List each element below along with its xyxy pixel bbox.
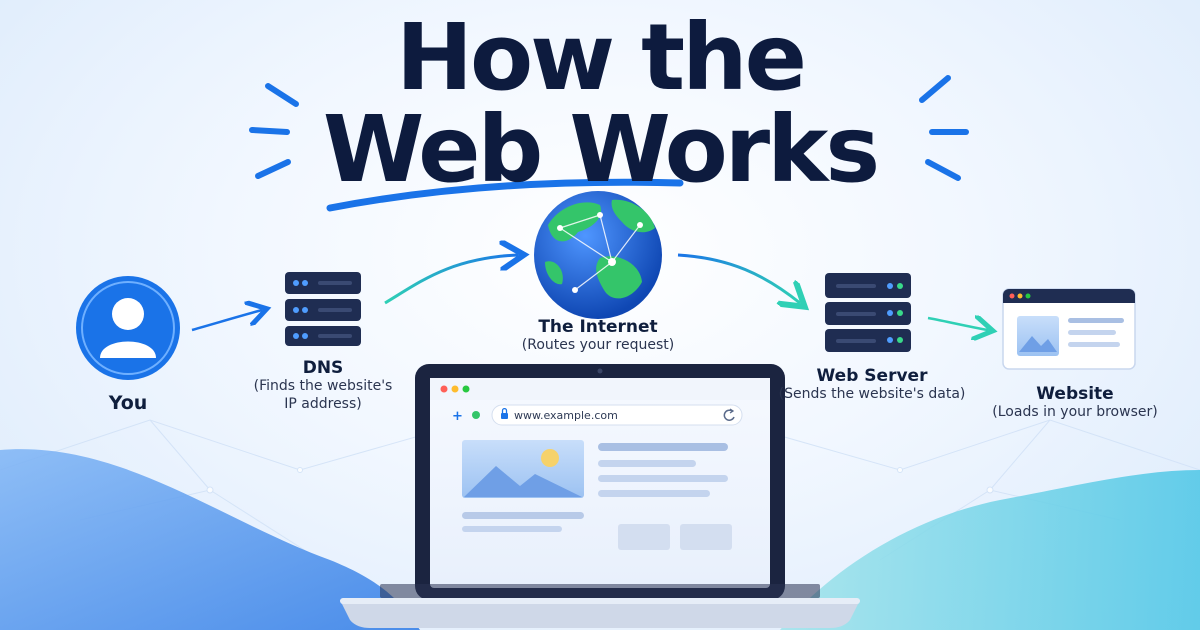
lock-icon <box>501 407 508 419</box>
node-webserver: Web Server (Sends the website's data) <box>774 366 970 404</box>
node-you: You <box>78 392 178 414</box>
node-website: Website (Loads in your browser) <box>990 384 1160 422</box>
globe-icon <box>534 191 662 319</box>
node-internet-title: The Internet <box>538 317 658 337</box>
web-server-icon <box>825 273 911 352</box>
node-website-title: Website <box>1036 384 1114 404</box>
browser-window-icon <box>1002 288 1136 370</box>
laptop-icon: + <box>340 364 860 628</box>
node-internet-desc: (Routes your request) <box>521 337 675 353</box>
node-dns-desc-line1: (Finds the website's <box>253 378 393 394</box>
spark-lines-right <box>919 75 969 181</box>
title-line-2: Web Works <box>322 96 880 203</box>
arrow-server-to-website <box>927 318 988 330</box>
node-webserver-title: Web Server <box>816 366 928 386</box>
node-internet: The Internet (Routes your request) <box>498 317 698 355</box>
browser-url-text: www.example.com <box>514 409 618 422</box>
node-dns-title: DNS <box>302 358 344 378</box>
wave-right <box>780 470 1200 630</box>
image-icon <box>462 440 584 498</box>
wave-left <box>0 449 420 630</box>
node-dns-desc-line2: IP address) <box>284 395 362 412</box>
title-line-1: How the <box>395 4 807 111</box>
title-underline <box>326 178 684 212</box>
arrow-internet-to-server <box>677 253 800 303</box>
server-icon <box>285 272 361 346</box>
node-website-desc: (Loads in your browser) <box>992 404 1158 420</box>
arrow-you-to-dns <box>191 310 262 332</box>
spark-lines-left <box>249 83 299 179</box>
node-dns: DNS (Finds the website's IP address) <box>240 358 406 413</box>
arrow-dns-to-internet <box>384 255 518 305</box>
user-icon <box>76 276 180 380</box>
node-webserver-desc: (Sends the website's data) <box>778 386 966 402</box>
reload-icon <box>723 408 735 421</box>
svg-text:+: + <box>452 409 463 424</box>
node-you-title: You <box>108 392 148 414</box>
